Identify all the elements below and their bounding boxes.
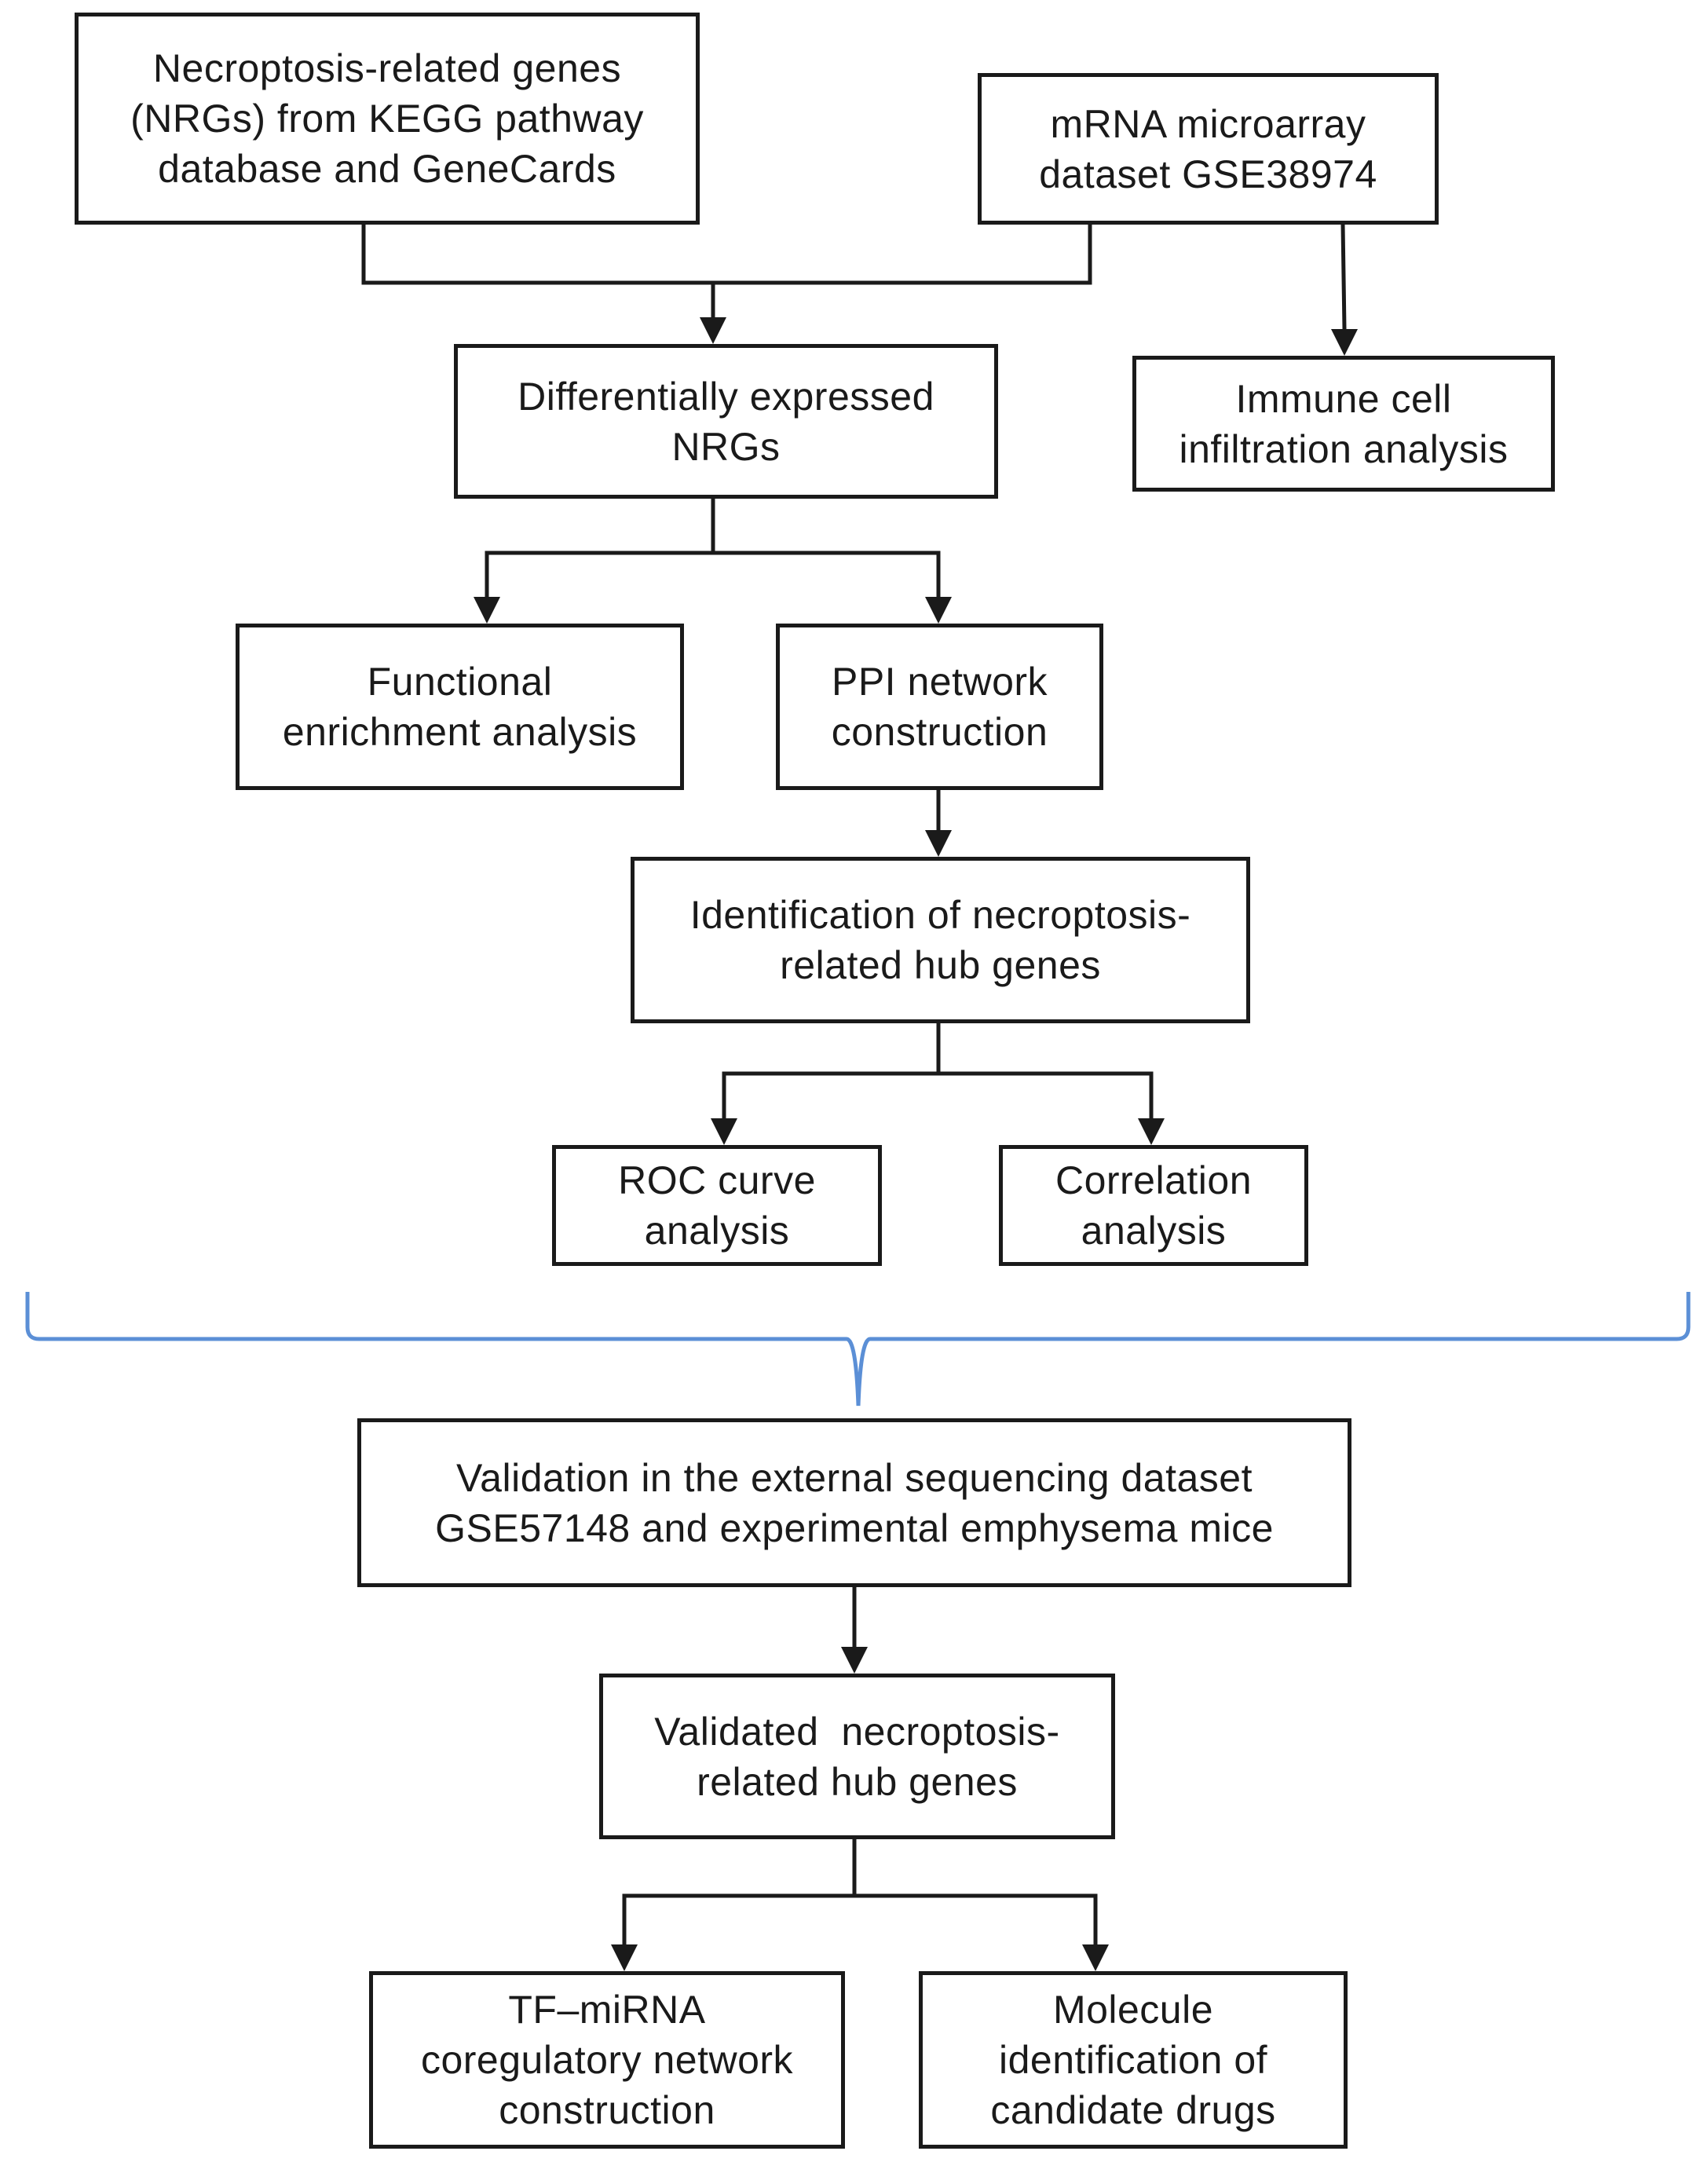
tf-mirna-network-box: TF–miRNA coregulatory network construction [369, 1971, 845, 2149]
box-text-line: related hub genes [697, 1759, 1018, 1804]
to-drugs-line [852, 1893, 1098, 1947]
box-text-line: Necroptosis-related genes [152, 46, 622, 90]
box-text-line: Functional [367, 660, 553, 704]
merge-connector [361, 222, 1092, 285]
arrow-head [711, 1118, 737, 1145]
box-text-line: GSE57148 and experimental emphysema mice [435, 1505, 1274, 1550]
nrg-source-box: Necroptosis-related genes (NRGs) from KEG… [75, 13, 700, 225]
box-text-line: candidate drugs [990, 2088, 1276, 2132]
arrow-head [925, 830, 952, 857]
box-text-line: Molecule [1052, 1988, 1214, 2032]
roc-curve-box: ROC curve analysis [552, 1145, 882, 1266]
candidate-drugs-box: Molecule identification of candidate drugs [919, 1971, 1348, 2149]
arrow-head [1138, 1118, 1165, 1145]
box-text-line: Correlation [1055, 1158, 1253, 1202]
to-functional-line [485, 496, 715, 599]
box-text-line: analysis [1081, 1209, 1227, 1253]
box-text-line: related hub genes [780, 943, 1101, 987]
box-text-line: Validation in the external sequencing da… [456, 1455, 1253, 1500]
arrow-head [925, 597, 952, 624]
functional-enrichment-box: Functional enrichment analysis [236, 624, 684, 790]
box-text-line: enrichment analysis [282, 710, 638, 754]
box-text-line: coregulatory network [420, 2038, 794, 2082]
box-text-line: construction [499, 2088, 715, 2132]
ppi-network-box: PPI network construction [776, 624, 1103, 790]
arrow-head [1331, 329, 1358, 356]
box-text-line: ROC curve [618, 1158, 816, 1202]
box-text-line: dataset GSE38974 [1039, 152, 1377, 196]
box-text-line: Immune cell [1235, 376, 1452, 421]
box-text-line: database and GeneCards [158, 147, 616, 191]
arrow-head [611, 1944, 638, 1971]
box-text-line: NRGs [671, 424, 781, 469]
arrow-head [1082, 1944, 1109, 1971]
to-ppi-line [711, 551, 941, 599]
arrow-head [700, 317, 726, 344]
external-validation-box: Validation in the external sequencing da… [357, 1418, 1351, 1587]
box-text-line: mRNA microarray [1050, 101, 1366, 146]
to-tf-mirna-line [622, 1837, 857, 1947]
box-text-line: Identification of necroptosis- [689, 893, 1191, 937]
arrow-head [841, 1647, 868, 1674]
hub-gene-identification-box: Identification of necroptosis-related hu… [631, 857, 1250, 1023]
box-text-line: infiltration analysis [1179, 426, 1509, 471]
to-correlation-line [936, 1071, 1154, 1121]
immune-infiltration-box: Immune cell infiltration analysis [1132, 356, 1555, 492]
grouping-brace [25, 1292, 1691, 1407]
correlation-analysis-box: Correlation analysis [999, 1145, 1308, 1266]
box-text-line: Validated necroptosis- [654, 1709, 1060, 1754]
box-text-line: Differentially expressed [518, 374, 934, 419]
box-text-line: construction [831, 710, 1048, 754]
to-roc-line [722, 1021, 941, 1121]
box-text-line: analysis [644, 1209, 790, 1253]
validated-hub-genes-box: Validated necroptosis-related hub genes [599, 1674, 1115, 1839]
box-text-line: identification of [998, 2038, 1268, 2082]
to-immune-line [1340, 222, 1347, 331]
box-text-line: (NRGs) from KEGG pathway [130, 97, 644, 141]
arrow-head [474, 597, 500, 624]
box-text-line: PPI network [831, 660, 1048, 704]
box-text-line: TF–miRNA [508, 1988, 706, 2032]
mrna-dataset-box: mRNA microarray dataset GSE38974 [978, 73, 1439, 225]
